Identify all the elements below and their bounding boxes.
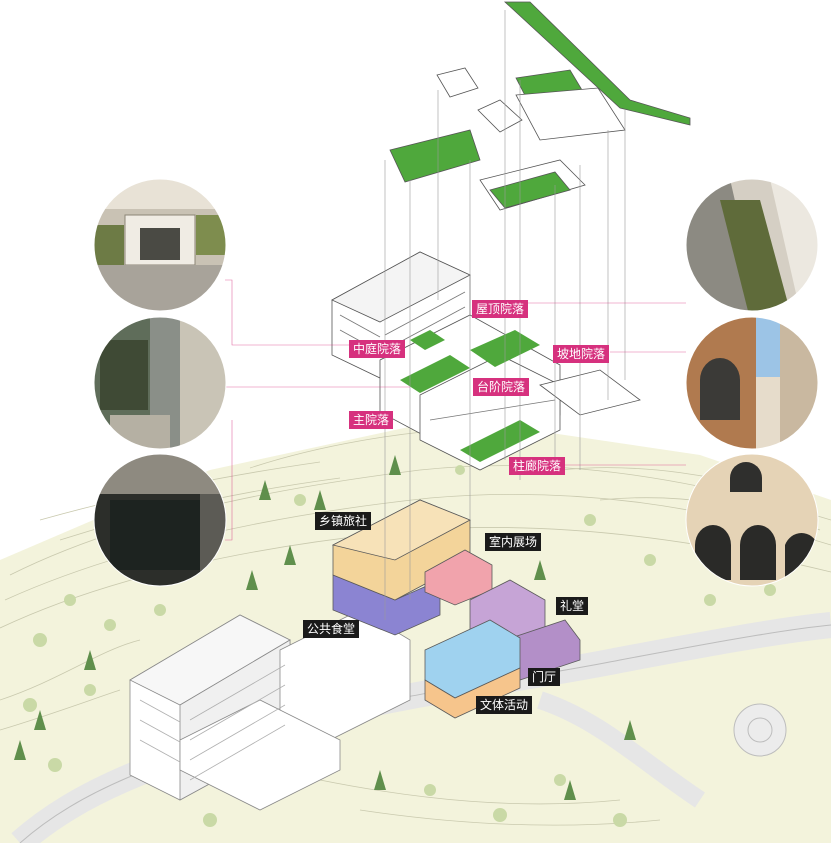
program-volumes bbox=[331, 499, 581, 719]
photo-circle-4 bbox=[685, 178, 819, 312]
label-main-courtyard: 主院落 bbox=[349, 411, 394, 429]
photo-circle-1 bbox=[93, 178, 227, 312]
label-township-inn: 乡镇旅社 bbox=[315, 512, 372, 530]
existing-building bbox=[129, 609, 411, 811]
leader-lines bbox=[225, 279, 686, 541]
label-lobby: 门厅 bbox=[528, 668, 561, 686]
label-auditorium: 礼堂 bbox=[556, 597, 589, 615]
label-public-canteen: 公共食堂 bbox=[303, 620, 360, 638]
label-central-courtyard: 中庭院落 bbox=[349, 340, 406, 358]
label-indoor-exhibition: 室内展场 bbox=[485, 533, 542, 551]
label-slope-courtyard: 坡地院落 bbox=[553, 345, 610, 363]
photo-circle-5 bbox=[685, 316, 819, 450]
photo-circle-3 bbox=[93, 453, 227, 587]
label-culture-sports: 文体活动 bbox=[476, 696, 533, 714]
label-terrace-courtyard: 台阶院落 bbox=[473, 378, 530, 396]
label-colonnade-courtyard: 柱廊院落 bbox=[509, 457, 566, 475]
exploded-courtyards bbox=[389, 1, 691, 211]
trees bbox=[14, 455, 776, 827]
label-rooftop-courtyard: 屋顶院落 bbox=[472, 300, 529, 318]
photo-circle-6 bbox=[685, 453, 819, 587]
photo-circle-2 bbox=[93, 316, 227, 450]
projection-lines bbox=[384, 10, 626, 620]
